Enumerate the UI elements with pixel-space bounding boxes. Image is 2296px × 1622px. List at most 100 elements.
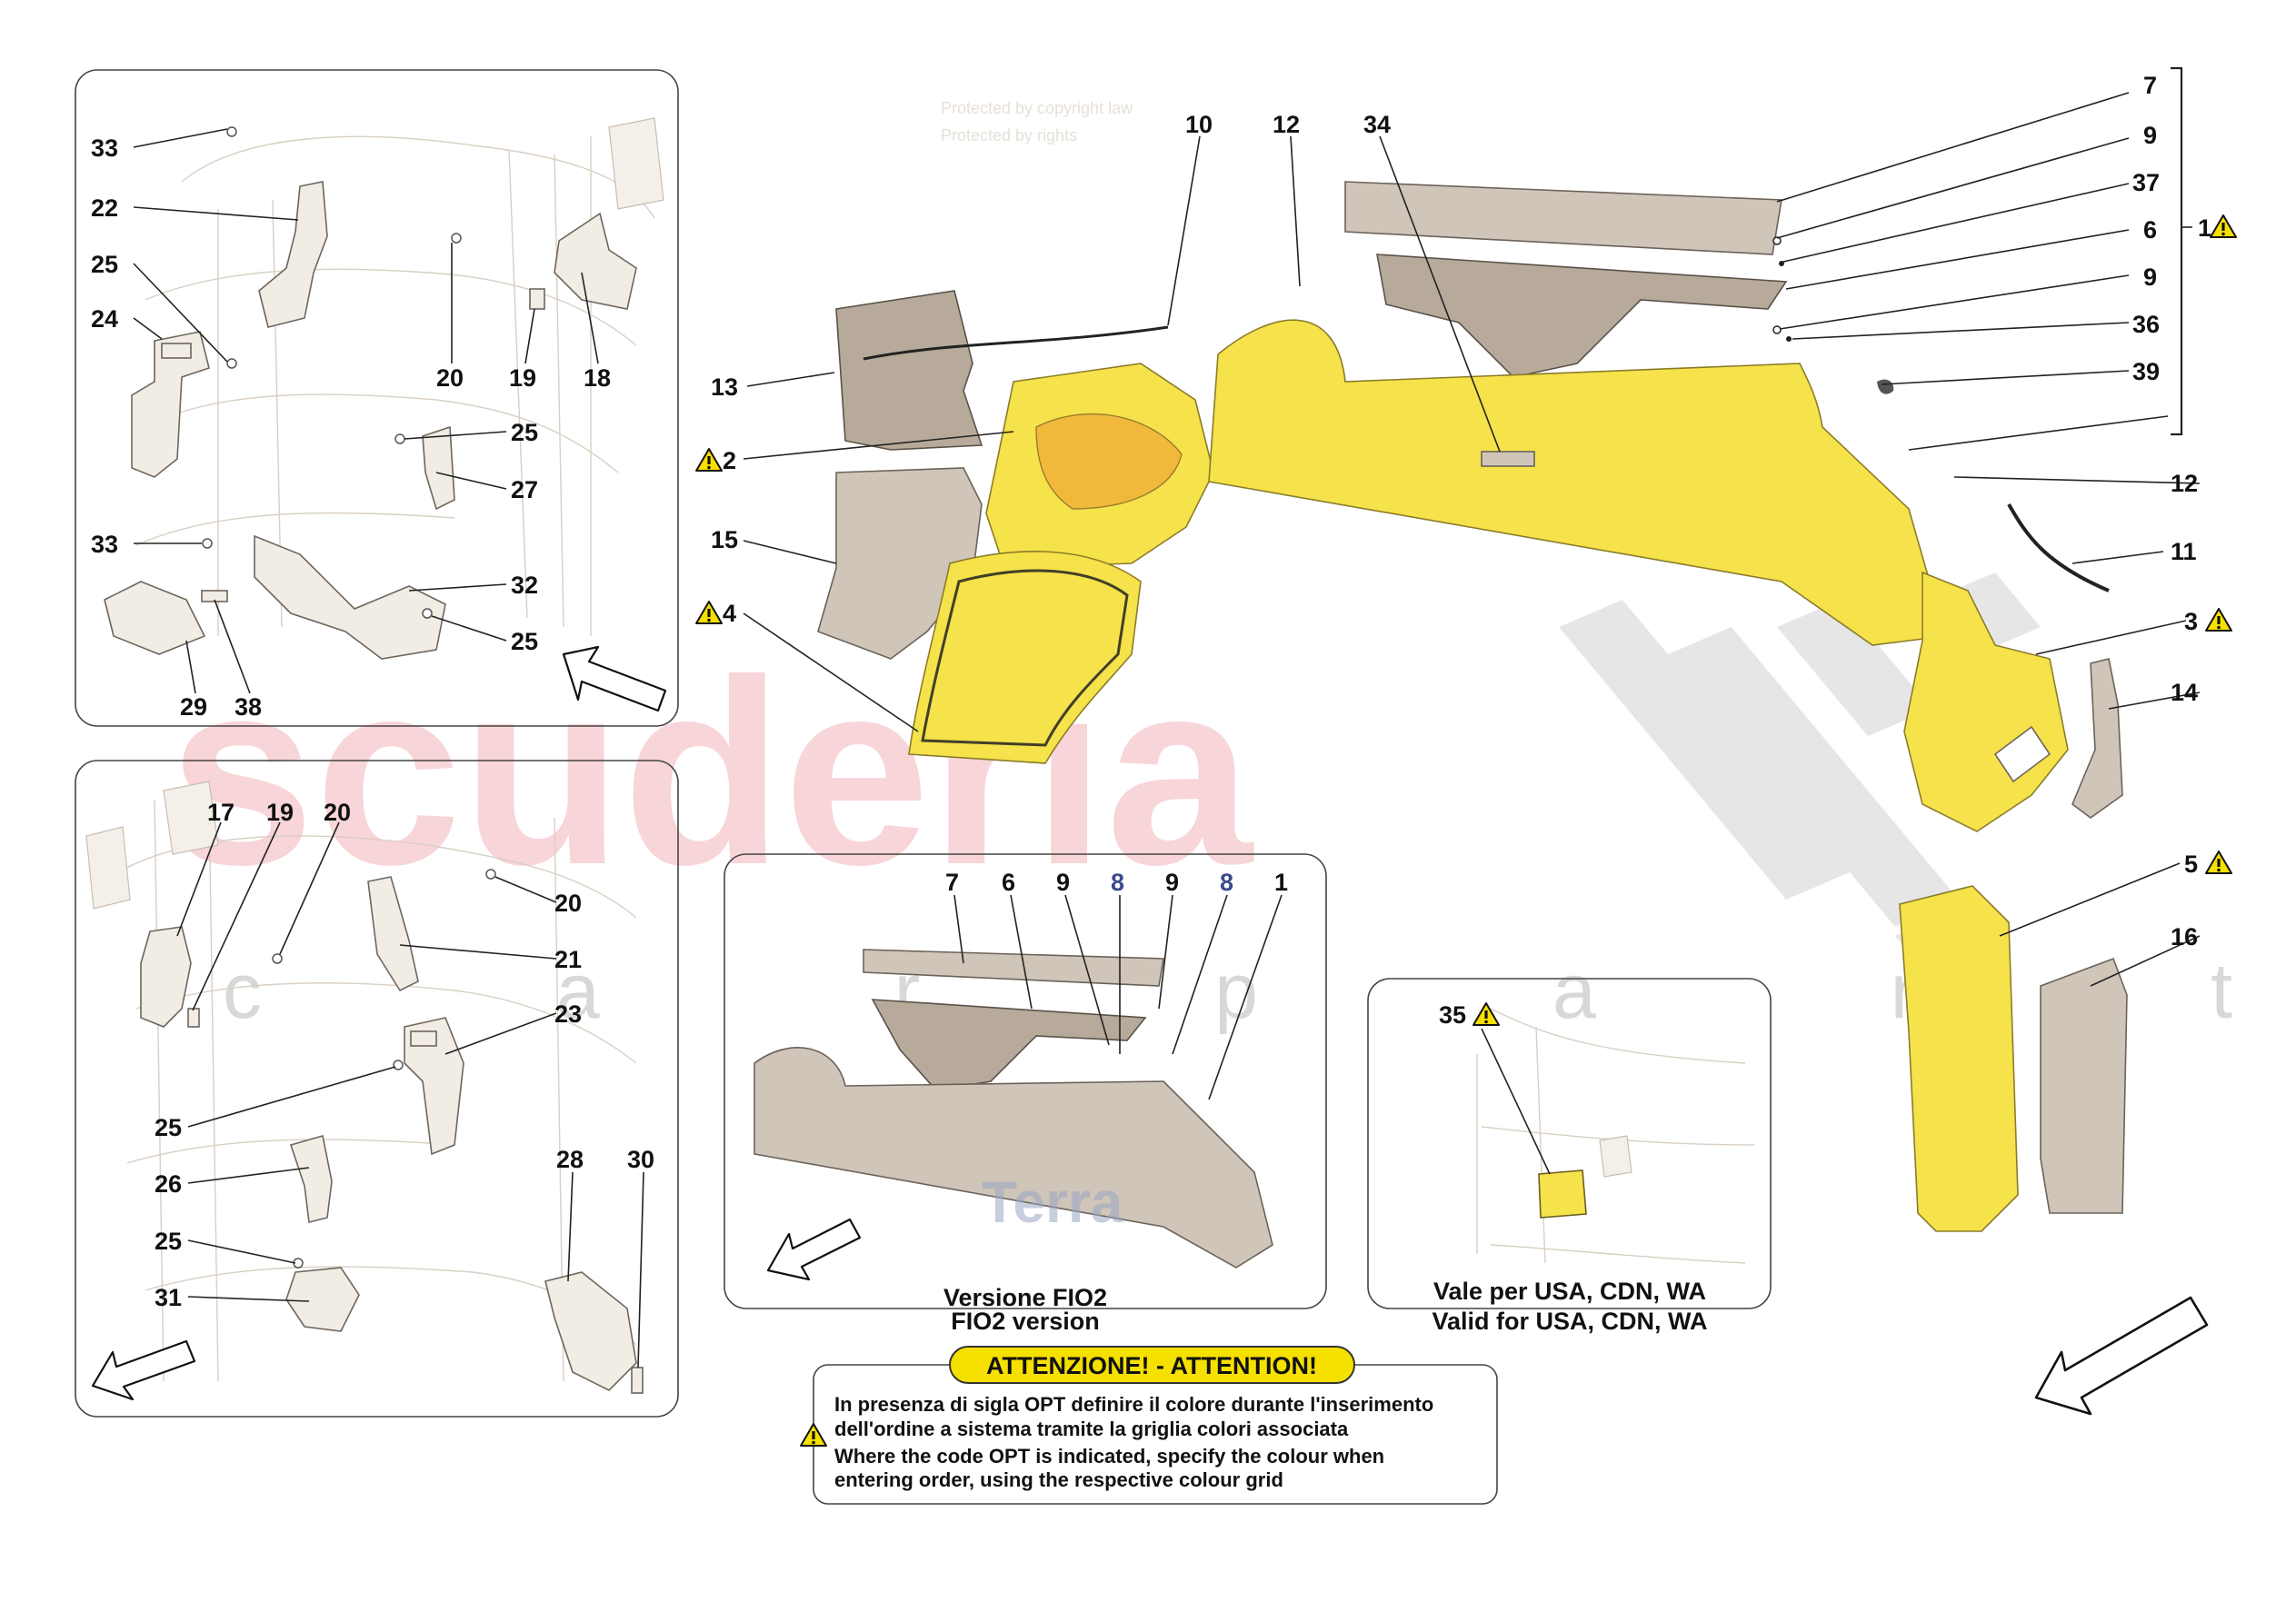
- warning-icon-1: [2210, 214, 2237, 238]
- callout-17: 17: [207, 799, 235, 826]
- callout-32: 32: [511, 572, 538, 599]
- trim-panel-13: [835, 290, 983, 451]
- warning-icon-3: [2205, 608, 2232, 632]
- fio2-rail-6: [871, 999, 1147, 1091]
- fio2-callout-8-b: 8: [1220, 869, 1233, 896]
- callout-4: 4: [723, 600, 736, 627]
- attention-line-1: In presenza di sigla OPT definire il col…: [834, 1393, 1433, 1416]
- strip-11: [2007, 503, 2110, 592]
- fio2-panel-1: [754, 1047, 1273, 1269]
- checkered-flag-watermark: [1559, 572, 2041, 990]
- warning-icon-attention: [800, 1423, 827, 1447]
- attention-line-3: Where the code OPT is indicated, specify…: [834, 1445, 1384, 1468]
- callout-25-a: 25: [91, 251, 118, 278]
- callout-9-b: 9: [2143, 264, 2157, 291]
- callout-33-b: 33: [91, 531, 118, 558]
- attention-line-2: dell'ordine a sistema tramite la griglia…: [834, 1418, 1349, 1440]
- callout-22: 22: [91, 194, 118, 222]
- fio2-callout-6: 6: [1002, 869, 1015, 896]
- callout-2: 2: [723, 447, 736, 474]
- callout-36: 36: [2132, 311, 2160, 338]
- fio2-watermark-terra: Terra: [982, 1169, 1123, 1235]
- callout-10: 10: [1185, 111, 1213, 138]
- callout-26: 26: [155, 1170, 182, 1198]
- fastener-9-a: [1772, 236, 1782, 245]
- watermark-protected-1: Protected by copyright law: [941, 99, 1133, 117]
- callout-24: 24: [91, 305, 118, 333]
- callout-28: 28: [556, 1146, 584, 1173]
- bracket-31: [285, 1267, 360, 1332]
- callout-25-b: 25: [511, 419, 538, 446]
- callout-19-b: 19: [266, 799, 294, 826]
- callout-39: 39: [2132, 358, 2160, 385]
- callout-20-b: 20: [324, 799, 351, 826]
- trim-panel-14: [2071, 658, 2123, 819]
- callout-6-a: 6: [2143, 216, 2157, 244]
- screw-25-c: [422, 608, 433, 619]
- callout-11: 11: [2171, 538, 2197, 565]
- leaders-main: [743, 66, 2201, 987]
- fastener-9-b: [1772, 325, 1782, 334]
- ghost-body-bottom-left: [85, 781, 637, 1382]
- attention-line-4: entering order, using the respective col…: [834, 1468, 1283, 1491]
- screw-33-b: [202, 538, 213, 549]
- callout-5: 5: [2184, 851, 2198, 878]
- plug-39: [1877, 379, 1894, 394]
- leaders-fio2: [953, 894, 1283, 1100]
- screw-33-a: [226, 126, 237, 137]
- rail-6: [1376, 254, 1788, 378]
- bracket-32: [254, 534, 446, 660]
- callout-20-c: 20: [554, 890, 582, 917]
- callout-27: 27: [511, 476, 538, 503]
- trim-panel-12: [1208, 319, 1947, 646]
- detail-panel-top-left: [75, 69, 679, 727]
- callout-16: 16: [2171, 923, 2198, 950]
- fastener-36: [1786, 336, 1792, 342]
- callout-37: 37: [2132, 169, 2160, 196]
- direction-arrow-bottom-left: [91, 1339, 196, 1401]
- bracket-26: [289, 1134, 333, 1223]
- clip-19: [529, 288, 545, 310]
- callout-23: 23: [554, 1000, 582, 1028]
- clip-30: [631, 1367, 644, 1394]
- callout-19-a: 19: [509, 364, 536, 392]
- trim-panel-5: [1899, 885, 2019, 1232]
- attention-title: ATTENZIONE! - ATTENTION!: [986, 1352, 1317, 1379]
- callout-31: 31: [155, 1284, 182, 1311]
- screw-25-d: [393, 1060, 404, 1070]
- bracket-24: [131, 331, 210, 478]
- usa-caption-it: Vale per USA, CDN, WA: [1433, 1278, 1706, 1305]
- callout-9-a: 9: [2143, 122, 2157, 149]
- watermark-protected-2: Protected by rights: [941, 126, 1077, 144]
- callout-29: 29: [180, 693, 207, 721]
- callout-15: 15: [711, 526, 738, 553]
- callout-34: 34: [1363, 111, 1391, 138]
- detail-panel-usa: [1367, 978, 1772, 1309]
- warning-icon-4: [695, 601, 723, 624]
- clip-24: [161, 343, 192, 359]
- screw-20-a: [451, 233, 462, 244]
- fio2-callout-7: 7: [945, 869, 959, 896]
- ghost-body-top-left: [135, 117, 664, 636]
- callout-12-a: 12: [1273, 111, 1300, 138]
- detail-panel-fio2: [724, 853, 1327, 1309]
- direction-arrow-top-left: [562, 645, 667, 712]
- fastener-37: [1779, 261, 1784, 266]
- callout-7-a: 7: [2143, 72, 2157, 99]
- callout-12-b: 12: [2171, 470, 2198, 497]
- ghost-body-usa: [1476, 1008, 1755, 1264]
- attention-title-pill: [949, 1346, 1355, 1384]
- bracket-27: [422, 425, 455, 511]
- detail-panel-bottom-left: [75, 760, 679, 1418]
- screw-20-c: [272, 953, 283, 964]
- bracket-28: [544, 1271, 637, 1391]
- callout-14: 14: [2171, 679, 2198, 706]
- trim-panel-4: [908, 551, 1142, 764]
- callout-21: 21: [554, 946, 582, 973]
- screw-25-b: [394, 433, 405, 444]
- leaders-bottom-left: [176, 821, 644, 1368]
- callout-3: 3: [2184, 608, 2198, 635]
- callout-25-c: 25: [511, 628, 538, 655]
- callout-33-a: 33: [91, 134, 118, 162]
